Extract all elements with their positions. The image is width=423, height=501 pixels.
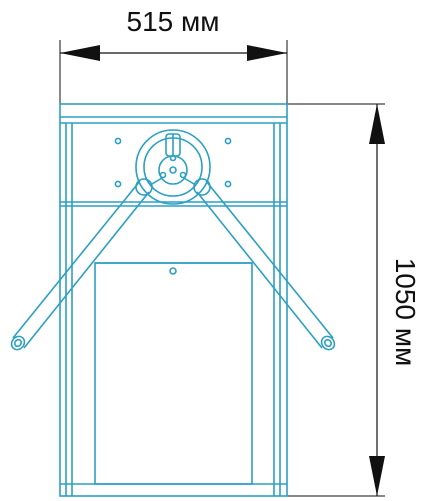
left-arm-edge-1	[12, 180, 141, 339]
width-arrow-left	[60, 45, 100, 61]
mount-link-right	[183, 177, 195, 185]
height-label: 1050 мм	[390, 258, 421, 367]
cabinet-outline	[59, 103, 288, 497]
right-arm-edge-1	[205, 180, 334, 339]
bolt-top-right	[224, 137, 232, 145]
width-arrow-right	[247, 45, 287, 61]
rotor-dot-right	[179, 171, 187, 179]
arm-mount-right	[193, 178, 211, 196]
left-arm-end-inner	[13, 338, 23, 348]
lower-door-panel	[94, 262, 253, 485]
rotor-dot-left	[159, 171, 167, 179]
right-arm-edge-2	[196, 191, 323, 349]
height-arrow-top	[369, 104, 385, 144]
width-label: 515 мм	[127, 6, 220, 37]
mount-link-left	[151, 177, 163, 185]
right-arm-end	[320, 335, 336, 351]
rotor-hub-outer	[135, 129, 211, 205]
turnstile-body	[10, 103, 336, 497]
bolt-mid-right	[224, 180, 232, 188]
left-arm-edge-2	[23, 191, 150, 349]
width-dimension	[59, 40, 288, 104]
right-arm-end-inner	[323, 338, 333, 348]
left-arm-end	[10, 335, 26, 351]
bolt-mid-left	[114, 180, 122, 188]
lock-hole	[169, 267, 177, 275]
height-arrow-bottom	[369, 456, 385, 496]
rotor-center-dot	[169, 166, 177, 174]
arm-mount-left	[135, 178, 153, 196]
height-dimension	[287, 103, 385, 497]
bolt-top-left	[114, 137, 122, 145]
